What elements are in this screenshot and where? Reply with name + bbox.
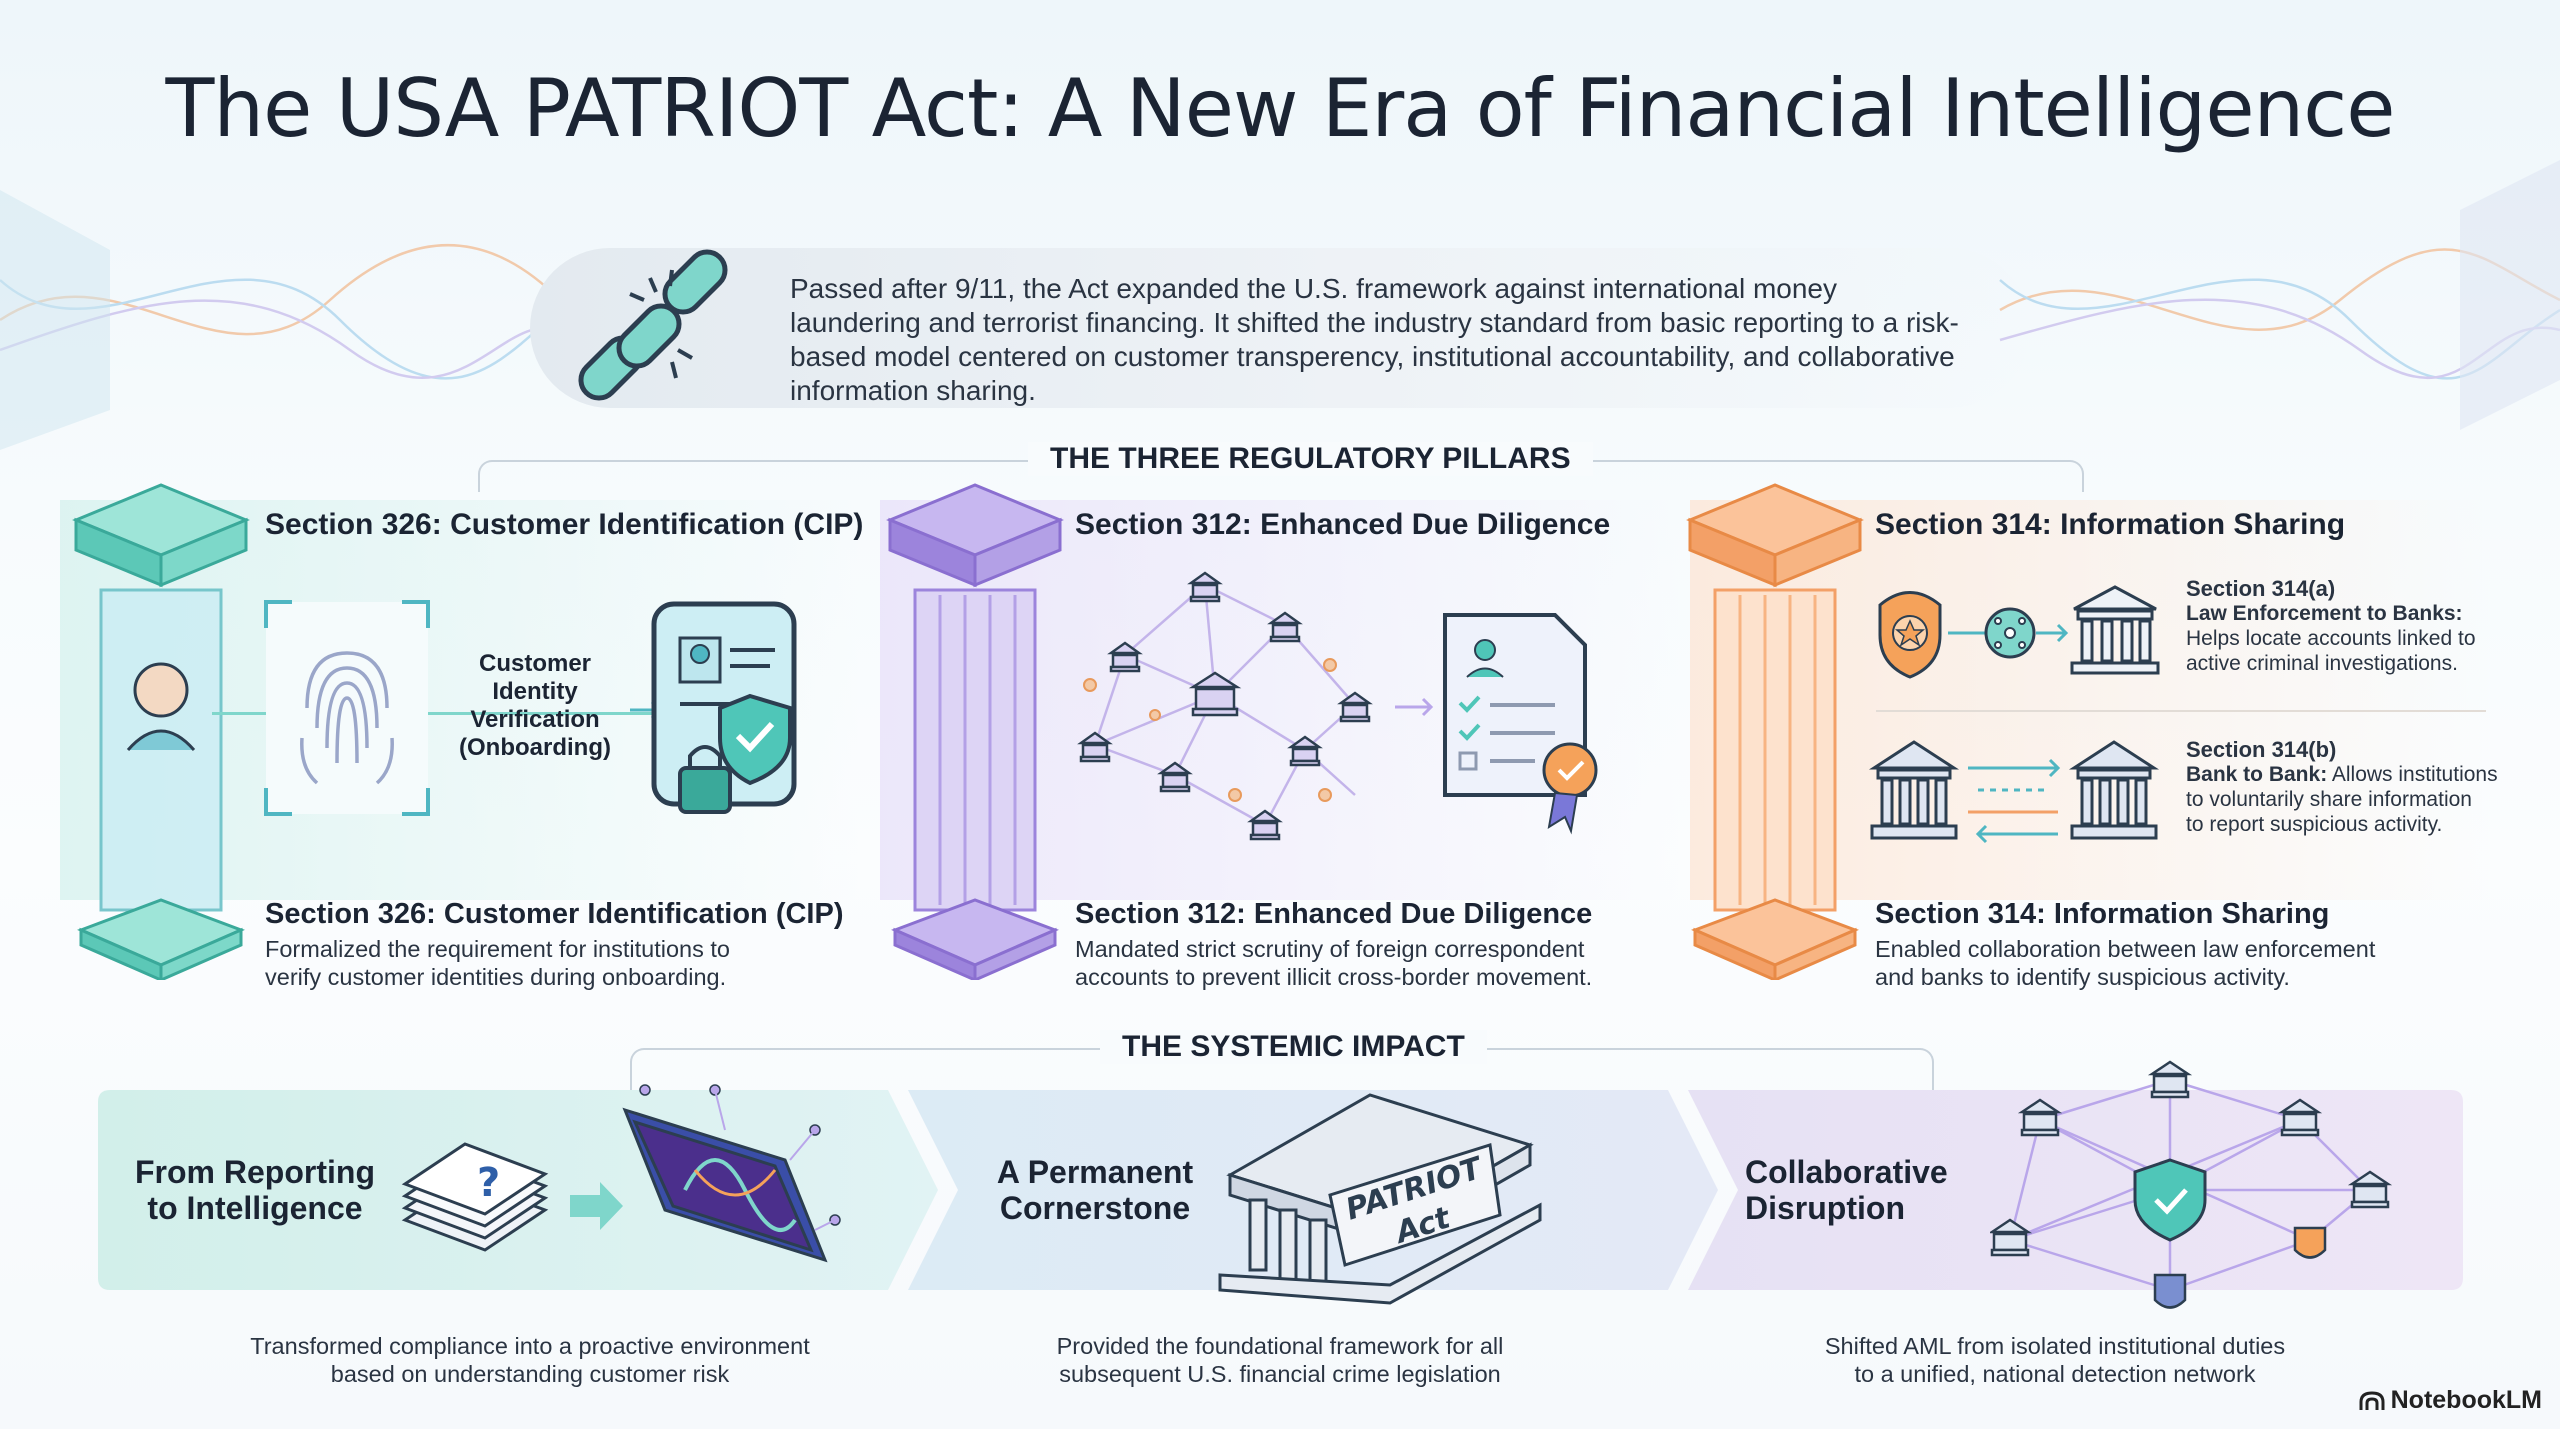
impact-2-title-line: Cornerstone <box>999 1190 1191 1226</box>
section-314b-rest: Allows institutions <box>2327 763 2498 786</box>
pillar-1-connector <box>212 712 672 715</box>
page-title: The USA PATRIOT Act: A New Era of Financ… <box>165 62 2396 155</box>
impact-3-desc-line: to a unified, national detection network <box>1854 1361 2256 1387</box>
section-314b-line: to voluntarily share information <box>2186 788 2472 811</box>
section-314a-subtitle: Law Enforcement to Banks: <box>2186 602 2463 625</box>
impact-1-title-line: to Intelligence <box>147 1190 363 1226</box>
section-314a: Section 314(a) Law Enforcement to Banks:… <box>2186 576 2516 676</box>
impact-2-desc-line: Provided the foundational framework for … <box>1056 1333 1504 1359</box>
national-detection-network-icon <box>1990 1060 2393 1309</box>
cip-center-label: Customer Identity Verification (Onboardi… <box>440 650 630 762</box>
pillar-2-desc-line: Mandated strict scrutiny of foreign corr… <box>1075 936 1585 962</box>
pillar-1-desc-title: Section 326: Customer Identification (CI… <box>265 898 844 930</box>
pillar-2-desc: Mandated strict scrutiny of foreign corr… <box>1075 935 1675 991</box>
impact-3-desc: Shifted AML from isolated institutional … <box>1705 1332 2405 1388</box>
impact-1-desc-line: based on understanding customer risk <box>330 1361 730 1387</box>
pillar-2-desc-line: accounts to prevent illicit cross-border… <box>1075 964 1593 990</box>
section-314b-title: Section 314(b) <box>2186 737 2337 762</box>
impact-3-desc-line: Shifted AML from isolated institutional … <box>1824 1333 2286 1359</box>
purple-pillar-icon <box>886 483 1064 980</box>
cip-label-line: Customer <box>478 650 592 677</box>
section-314-divider <box>1876 710 2486 712</box>
cip-label-line: Verification <box>470 706 600 733</box>
impact-1-title: From Reporting to Intelligence <box>125 1154 385 1226</box>
pillar-3-title: Section 314: Information Sharing <box>1875 508 2346 541</box>
pillar-3-desc-line: and banks to identify suspicious activit… <box>1875 964 2290 990</box>
bank-to-bank-icon <box>1868 740 2160 844</box>
reporting-to-intelligence-icon: ? <box>401 1084 841 1263</box>
impact-heading: THE SYSTEMIC IMPACT <box>1100 1030 1487 1064</box>
impact-1-desc: Transformed compliance into a proactive … <box>180 1332 880 1388</box>
pillars-heading: THE THREE REGULATORY PILLARS <box>1028 442 1593 476</box>
svg-text:?: ? <box>477 1160 500 1206</box>
background-waves <box>0 160 2560 450</box>
pillar-1-desc-line: verify customer identities during onboar… <box>265 964 727 990</box>
impact-3-title-line: Disruption <box>1745 1190 1905 1226</box>
pillar-1-desc: Formalized the requirement for instituti… <box>265 935 825 991</box>
notebooklm-brand: NotebookLM <box>2359 1386 2542 1415</box>
section-314a-line: Helps locate accounts linked to <box>2186 627 2476 650</box>
impact-1-title-line: From Reporting <box>135 1154 375 1190</box>
notebooklm-logo-icon <box>2359 1390 2385 1410</box>
brand-label: NotebookLM <box>2390 1386 2542 1414</box>
impact-2-desc-line: subsequent U.S. financial crime legislat… <box>1059 1361 1501 1387</box>
impact-2-desc: Provided the foundational framework for … <box>930 1332 1630 1388</box>
impact-chevron-bands <box>98 1090 2463 1290</box>
orange-pillar-icon <box>1686 483 1864 980</box>
pillar-2-desc-title: Section 312: Enhanced Due Diligence <box>1075 898 1593 930</box>
verified-id-card-icon <box>630 601 797 814</box>
section-314a-title: Section 314(a) <box>2186 576 2336 601</box>
law-enforcement-to-bank-icon <box>1878 585 2160 679</box>
section-314b: Section 314(b) Bank to Bank: Allows inst… <box>2186 737 2516 837</box>
cip-label-line: Identity <box>492 678 578 705</box>
cip-label-line: (Onboarding) <box>459 734 611 761</box>
impact-2-title-line: A Permanent <box>996 1154 1194 1190</box>
pillar-3-desc-line: Enabled collaboration between law enforc… <box>1875 936 2376 962</box>
section-314a-line: active criminal investigations. <box>2186 652 2458 675</box>
broken-chain-icon <box>578 249 728 401</box>
pillar-1-desc-line: Formalized the requirement for instituti… <box>265 936 730 962</box>
section-314b-subtitle: Bank to Bank: <box>2186 763 2328 786</box>
impact-3-title-line: Collaborative <box>1745 1154 1948 1190</box>
correspondent-bank-network-icon <box>1077 571 1373 841</box>
pillar-3-desc: Enabled collaboration between law enforc… <box>1875 935 2475 991</box>
impact-2-title: A Permanent Cornerstone <box>965 1154 1225 1226</box>
pillar-1-title: Section 326: Customer Identification (CI… <box>265 508 864 541</box>
intro-text: Passed after 9/11, the Act expanded the … <box>790 273 1959 406</box>
impact-1-desc-line: Transformed compliance into a proactive … <box>250 1333 810 1359</box>
section-314b-line: to report suspicious activity. <box>2186 813 2443 836</box>
certified-document-icon <box>1395 613 1598 835</box>
teal-pillar-icon <box>72 483 250 980</box>
fingerprint-icon <box>264 600 430 816</box>
pillar-3-desc-title: Section 314: Information Sharing <box>1875 898 2330 930</box>
patriot-act-building-icon: PATRIOT Act <box>1218 1093 1542 1305</box>
pillar-2-title: Section 312: Enhanced Due Diligence <box>1075 508 1611 541</box>
impact-3-title: Collaborative Disruption <box>1745 1154 1975 1226</box>
intro-panel <box>530 248 2030 408</box>
